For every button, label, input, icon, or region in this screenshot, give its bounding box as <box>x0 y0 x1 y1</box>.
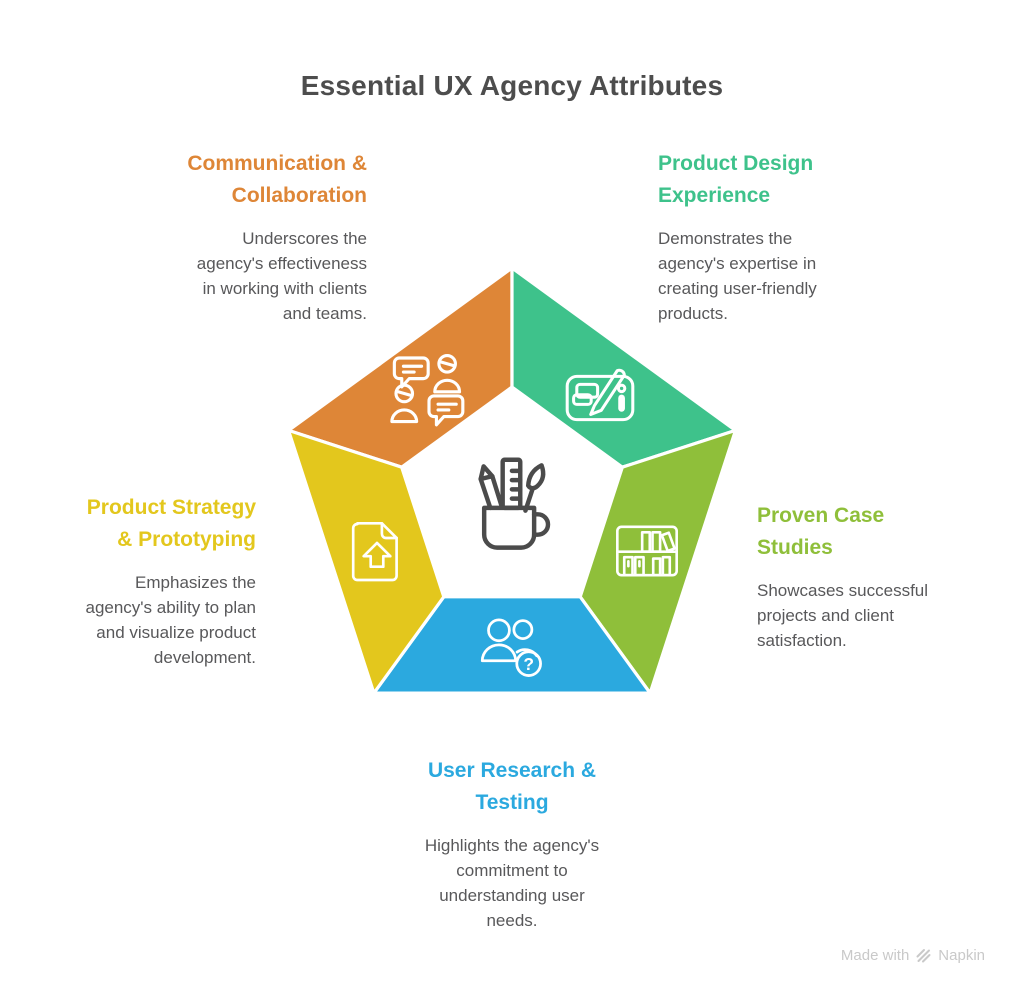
attribute-block-product-design: Product Design Experience Demonstrates t… <box>658 148 908 326</box>
body-line: creating user-friendly <box>658 279 817 298</box>
heading-line: Communication & <box>187 152 367 175</box>
heading-line: Experience <box>658 184 771 207</box>
attribute-body: Highlights the agency's commitment to un… <box>352 833 672 933</box>
heading-line: & Prototyping <box>117 528 256 551</box>
chat-conversation-icon <box>390 353 465 427</box>
body-line: satisfaction. <box>757 631 847 650</box>
attribute-block-product-strategy: Product Strategy & Prototyping Emphasize… <box>16 492 256 670</box>
napkin-logo-icon <box>916 948 931 962</box>
attribute-block-user-research: User Research & Testing Highlights the a… <box>352 755 672 933</box>
heading-line: Product Strategy <box>86 496 256 519</box>
question-mark-glyph: ? <box>523 654 534 674</box>
body-line: Demonstrates the <box>658 229 793 248</box>
heading-line: Testing <box>475 791 549 814</box>
attribute-body: Showcases successful projects and client… <box>757 578 997 653</box>
body-line: agency's ability to plan <box>85 598 256 617</box>
made-with-napkin-credit: Made with Napkin <box>841 945 985 965</box>
made-with-text: Made with <box>840 946 910 964</box>
body-line: Underscores the <box>242 229 367 248</box>
heading-line: User Research & <box>427 759 597 782</box>
attribute-heading: Proven Case Studies <box>757 500 997 564</box>
body-line: understanding user <box>439 886 585 905</box>
heading-line: Proven Case <box>757 504 885 527</box>
segment-product-design <box>510 266 738 469</box>
design-tablet-pen-icon <box>565 368 635 422</box>
body-line: Highlights the agency's <box>424 836 600 855</box>
attribute-body: Demonstrates the agency's expertise in c… <box>658 226 908 326</box>
stationery-mug-icon <box>478 457 551 550</box>
body-line: Emphasizes the <box>135 573 256 592</box>
attribute-heading: User Research & Testing <box>352 755 672 819</box>
attribute-heading: Product Design Experience <box>658 148 908 212</box>
heading-line: Product Design <box>658 152 814 175</box>
attribute-block-case-studies: Proven Case Studies Showcases successful… <box>757 500 997 653</box>
body-line: in working with clients <box>202 279 367 298</box>
body-line: needs. <box>486 911 538 930</box>
bookshelf-icon <box>616 525 678 577</box>
heading-line: Collaboration <box>231 184 367 207</box>
body-line: commitment to <box>456 861 568 880</box>
body-line: Showcases successful <box>757 581 929 600</box>
body-line: agency's expertise in <box>658 254 817 273</box>
segment-product-strategy <box>286 428 446 695</box>
attribute-block-communication: Communication & Collaboration Underscore… <box>107 148 367 326</box>
body-line: development. <box>153 648 256 667</box>
users-question-icon: ? <box>480 618 542 677</box>
body-line: and teams. <box>282 304 367 323</box>
segment-communication <box>286 266 514 469</box>
document-arrow-icon <box>351 521 398 582</box>
body-line: projects and client <box>757 606 895 625</box>
body-line: and visualize product <box>96 623 256 642</box>
heading-line: Studies <box>757 536 833 559</box>
body-line: products. <box>658 304 728 323</box>
attribute-heading: Product Strategy & Prototyping <box>16 492 256 556</box>
page-title: Essential UX Agency Attributes <box>300 70 724 101</box>
body-line: agency's effectiveness <box>196 254 367 273</box>
napkin-brand-text: Napkin <box>938 946 985 964</box>
attribute-body: Underscores the agency's effectiveness i… <box>107 226 367 326</box>
attribute-heading: Communication & Collaboration <box>107 148 367 212</box>
attribute-body: Emphasizes the agency's ability to plan … <box>16 570 256 670</box>
